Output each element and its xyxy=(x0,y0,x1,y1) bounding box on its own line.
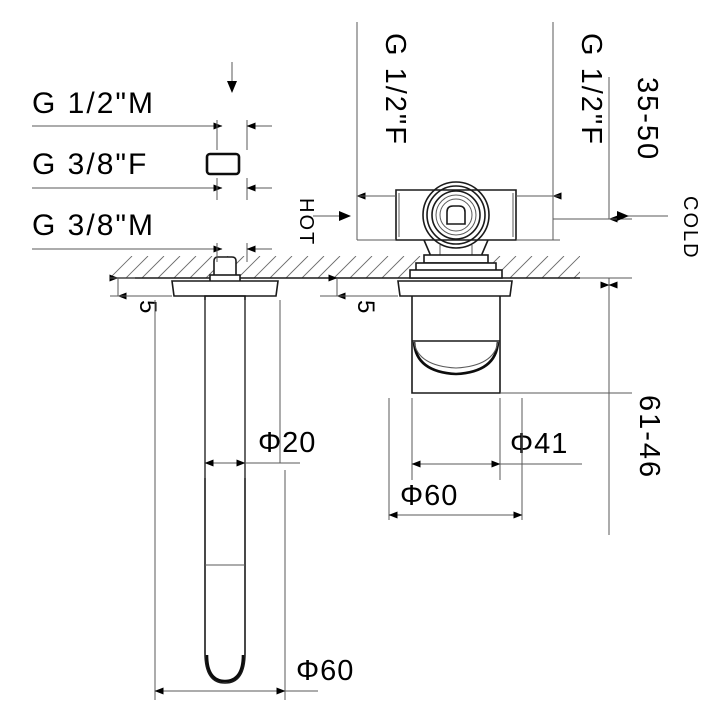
valve-collar-step3 xyxy=(409,269,503,279)
valve-collar-step1 xyxy=(423,254,489,264)
dim-dia60-mid-group: Φ60 xyxy=(388,398,523,520)
connector-symbol xyxy=(205,152,241,176)
label-g38m: G 3/8"M xyxy=(32,209,155,242)
dim-dia41-group: Φ41 xyxy=(411,398,582,480)
valve-ring-2 xyxy=(426,185,486,245)
label-hot: HOT xyxy=(295,198,317,246)
valve-ring-4 xyxy=(435,194,477,236)
spout-tube xyxy=(204,295,246,684)
valve-ring-5 xyxy=(439,198,473,232)
label-5-left: 5 xyxy=(134,300,161,314)
g12f-right-group: G 1/2"F xyxy=(516,22,607,241)
label-g12f-right: G 1/2"F xyxy=(575,33,607,146)
label-61-46: 61-46 xyxy=(633,395,665,479)
spout-wall-flange xyxy=(171,280,279,297)
spout-tip-outline xyxy=(205,654,245,683)
label-dia60-mid: Φ60 xyxy=(400,480,458,512)
valve-lever-inner xyxy=(413,341,499,369)
wall-hatching xyxy=(110,256,580,278)
label-dia20: Φ20 xyxy=(258,427,316,459)
valve-stem-square xyxy=(446,205,466,225)
label-dia41: Φ41 xyxy=(510,428,568,460)
flow-label-group: HOT COLD xyxy=(295,196,701,260)
valve-wall-flange xyxy=(397,280,513,297)
dim-dia20-group: Φ20 xyxy=(204,300,316,478)
spout-assembly xyxy=(171,256,279,684)
g12f-left-group: G 1/2"F xyxy=(356,22,411,241)
dim-61-46-group: 61-46 xyxy=(500,277,665,535)
valve-lever-curve xyxy=(412,341,500,376)
label-dia60-bottom: Φ60 xyxy=(296,655,354,687)
valve-ring-outer xyxy=(422,181,490,249)
dim-35-50-group: 35-50 xyxy=(553,77,663,223)
valve-cylinder xyxy=(411,296,501,394)
label-g38f: G 3/8"F xyxy=(32,148,148,181)
valve-body-block xyxy=(395,189,517,241)
label-5-mid: 5 xyxy=(352,300,379,314)
label-g12m: G 1/2"M xyxy=(32,87,155,120)
label-g12f-left: G 1/2"F xyxy=(379,33,411,146)
label-cold: COLD xyxy=(679,196,701,260)
wall-section xyxy=(110,256,580,279)
thread-label-group: G 1/2"M G 3/8"F G 3/8"M xyxy=(32,62,272,262)
valve-assembly xyxy=(395,181,517,394)
label-35-50: 35-50 xyxy=(631,77,663,161)
valve-ring-3 xyxy=(431,190,481,240)
dim-5-group: 5 5 xyxy=(109,274,398,314)
dim-dia60-bottom-group: Φ60 xyxy=(154,300,354,700)
